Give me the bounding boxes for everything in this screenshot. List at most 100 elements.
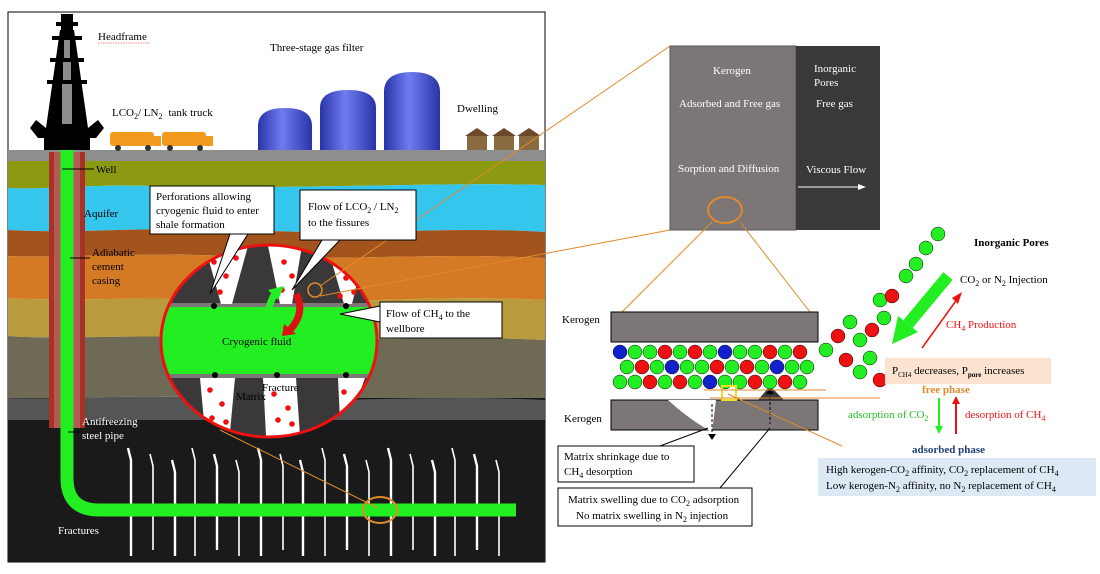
gas-molecule: [842, 314, 858, 330]
gas-molecule: [884, 288, 900, 304]
affinity-line-2: Low kerogen-N2 affinity, no N2 replaceme…: [826, 480, 1056, 494]
gas-molecule: [649, 359, 665, 375]
adsorbed-free-gas: Adsorbed and Free gas: [679, 98, 780, 110]
fracture-line: [212, 453, 219, 550]
gas-molecule: [762, 344, 778, 360]
gas-molecule: [717, 344, 733, 360]
perforations-callout: [149, 185, 275, 235]
pore-system-block: [669, 45, 880, 231]
aquifer-label: Aquifer: [84, 208, 119, 220]
fracture-line: [279, 453, 284, 550]
fracture-line: [149, 453, 154, 550]
fracture-line: [191, 447, 196, 556]
well-cross-section: [7, 11, 546, 563]
shrinkage-line-1: Matrix shrinkage due to: [564, 451, 670, 463]
fracture-line: [126, 447, 133, 556]
gas-molecule: [852, 332, 868, 348]
perforations-line-3: shale formation: [156, 219, 225, 231]
gas-molecule: [642, 374, 658, 390]
gas-molecule: [657, 344, 673, 360]
dwellings: [465, 128, 541, 150]
gas-molecule: [908, 256, 924, 272]
steel-pipe: [60, 150, 516, 517]
adsorption-label: adsorption of CO2: [848, 409, 928, 423]
headframe-label: Headframe: [98, 31, 147, 43]
headframe-derrick: [30, 14, 104, 150]
gas-molecule: [702, 374, 718, 390]
gas-molecule: [818, 342, 834, 358]
pore-zoom-circle: [307, 282, 323, 298]
injection-arrow: [892, 316, 918, 344]
fractures-label: Fractures: [58, 525, 99, 537]
gas-molecule: [627, 374, 643, 390]
gas-molecule: [612, 374, 628, 390]
gas-molecule: [672, 374, 688, 390]
fracture-zoom-circle: [362, 496, 398, 524]
well-label: Well: [96, 164, 117, 176]
flow-ch4-line-2: wellbore: [386, 323, 425, 335]
gas-molecule: [634, 359, 650, 375]
pressure-label: PCH4 decreases, Ppore increases: [892, 365, 1024, 379]
gas-molecule: [777, 344, 793, 360]
gas-molecule: [799, 359, 815, 375]
gas-molecule: [838, 352, 854, 368]
free-gas: Free gas: [816, 98, 853, 110]
gas-molecule: [777, 374, 793, 390]
steel-pipe-label-2: steel pipe: [82, 430, 124, 442]
matrix-label: Matrix: [236, 391, 266, 403]
flow-lco2-line-2: to the fissures: [308, 217, 369, 229]
gas-molecule: [872, 372, 888, 388]
ground-surface: [8, 150, 545, 161]
flow-lco2-line-1: Flow of LCO2 / LN2: [308, 201, 399, 215]
gas-molecule: [612, 344, 628, 360]
free-phase-label: free phase: [922, 384, 970, 396]
gas-molecule: [619, 359, 635, 375]
shrinkage-notch: [668, 400, 716, 432]
kerogen-bottom-label: Kerogen: [564, 413, 602, 425]
gas-molecule: [739, 359, 755, 375]
gas-molecule: [762, 374, 778, 390]
swelling-callout: [557, 487, 753, 527]
highlight-square: [721, 385, 737, 401]
gas-molecule: [754, 359, 770, 375]
ch4-production-label: CH4 Production: [946, 319, 1017, 333]
flow-ch4-line-1: Flow of CH4 to the: [386, 308, 470, 322]
perforations-line-1: Perforations allowing: [156, 191, 252, 203]
injection-label: CO2 or N2 Injection: [960, 274, 1048, 288]
gas-molecule: [724, 359, 740, 375]
casing-label-2: cement: [92, 261, 124, 273]
cryogenic-oval: [159, 243, 379, 439]
stratum-topsoil: [8, 161, 545, 189]
gas-molecule: [747, 374, 763, 390]
inorganic-title-2: Pores: [814, 77, 838, 89]
swelling-line-1: Matrix swelling due to CO2 adsorption: [568, 494, 740, 508]
gas-molecule: [792, 344, 808, 360]
gas-molecule: [709, 359, 725, 375]
pore-mechanism: [610, 226, 1096, 496]
gas-molecule: [642, 344, 658, 360]
gas-filter-tanks: [258, 72, 440, 150]
gas-molecule: [898, 268, 914, 284]
kerogen-top-label: Kerogen: [562, 314, 600, 326]
gas-molecule: [664, 359, 680, 375]
pressure-band: [885, 358, 1051, 384]
gas-molecule: [784, 359, 800, 375]
affinity-band: [818, 458, 1096, 496]
kerogen-title: Kerogen: [713, 65, 751, 77]
tank-trucks: [110, 132, 213, 151]
gas-molecule: [694, 359, 710, 375]
gas-molecule: [862, 350, 878, 366]
gas-molecule: [864, 322, 880, 338]
gas-molecule: [930, 226, 946, 242]
cryogenic-fluid-label: Cryogenic fluid: [222, 336, 292, 348]
gas-molecule: [687, 344, 703, 360]
gas-molecule: [672, 344, 688, 360]
gas-molecule: [830, 328, 846, 344]
perforations-line-2: cryogenic fluid to enter: [156, 205, 259, 217]
desorption-label: desorption of CH4: [965, 409, 1045, 423]
fracture-line: [409, 453, 414, 550]
casing-label-1: Adiabatic: [92, 247, 135, 259]
fracture-line: [386, 447, 393, 556]
